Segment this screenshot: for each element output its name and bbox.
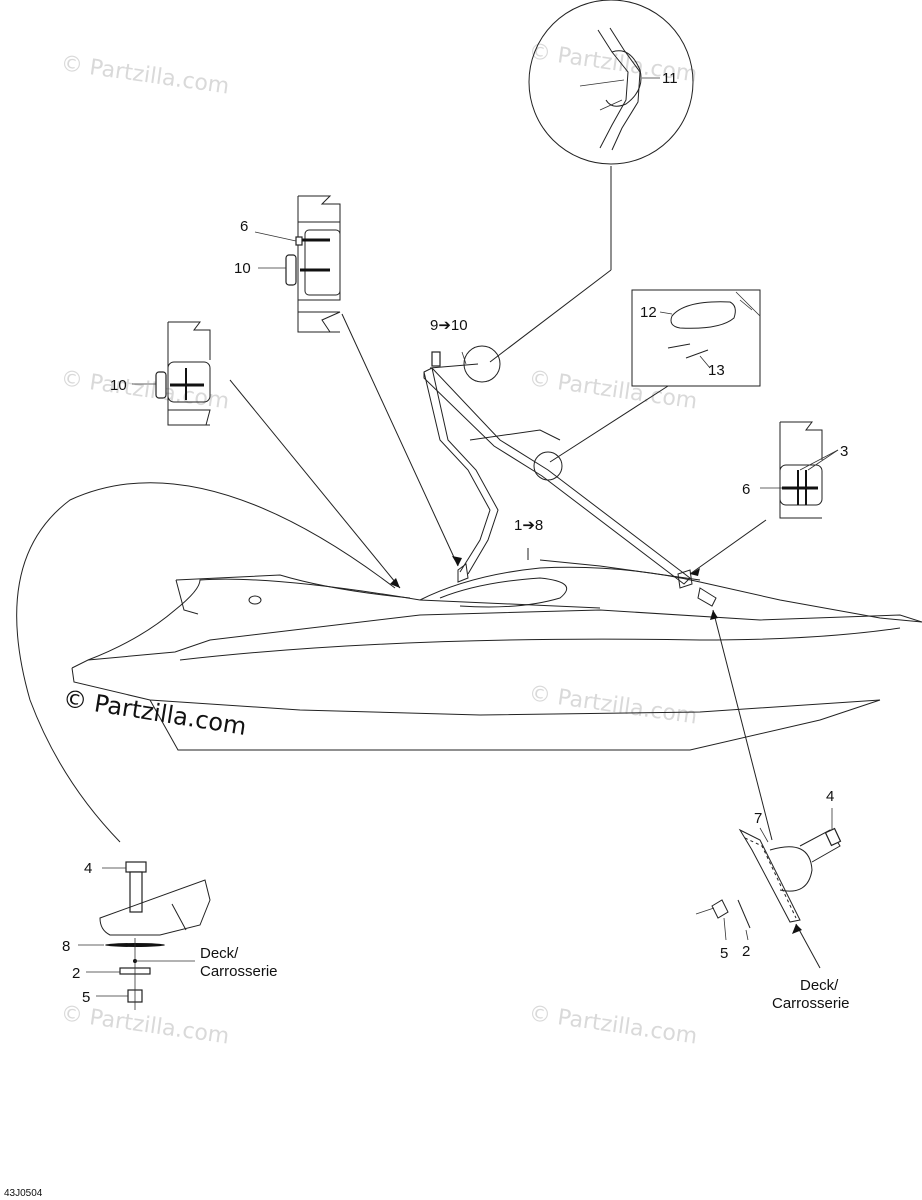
callout-2-left: 2 xyxy=(72,965,80,982)
callout-6: 6 xyxy=(240,218,248,235)
detail-box-left xyxy=(132,321,401,589)
callout-4-left: 4 xyxy=(84,860,92,877)
callout-9-10: 9➔10 xyxy=(430,317,468,334)
leader-arrows xyxy=(390,556,718,620)
leader-line-right xyxy=(712,609,773,841)
callout-5-left: 5 xyxy=(82,989,90,1006)
leader-curve-left xyxy=(16,482,396,843)
callout-1-8: 1➔8 xyxy=(514,517,543,534)
callout-labels: 11 6 10 9➔10 12 13 10 3 6 1➔8 4 8 2 5 De… xyxy=(62,70,850,1012)
watermark-text: © Partzilla.com xyxy=(59,366,231,414)
deck-label-right-fr: Carrosserie xyxy=(772,995,850,1012)
callout-13: 13 xyxy=(708,362,725,379)
callout-4-right: 4 xyxy=(826,788,834,805)
watermark-text: © Partzilla.com xyxy=(59,1001,231,1049)
deck-label-left-fr: Carrosserie xyxy=(200,963,278,980)
callout-10: 10 xyxy=(234,260,251,277)
watermark-text: © Partzilla.com xyxy=(527,1001,699,1049)
callout-10-left: 10 xyxy=(110,377,127,394)
detail-box-top xyxy=(254,195,459,567)
callout-3: 3 xyxy=(840,443,848,460)
callout-12: 12 xyxy=(640,304,657,321)
detail-box-right xyxy=(689,421,839,575)
detail-bottom-right xyxy=(695,808,842,969)
callout-5-right: 5 xyxy=(720,945,728,962)
callout-8: 8 xyxy=(62,938,70,955)
deck-label-right: Deck/ xyxy=(800,977,839,994)
deck-label-left: Deck/ xyxy=(200,945,239,962)
wakeboard-tower xyxy=(423,345,717,607)
drawing-code: 43J0504 xyxy=(4,1188,43,1199)
detail-bottom-left xyxy=(78,861,211,1010)
boat-hull xyxy=(71,559,922,751)
callout-7: 7 xyxy=(754,810,762,827)
callout-6-right: 6 xyxy=(742,481,750,498)
watermark-text: © Partzilla.com xyxy=(527,681,699,729)
callout-11: 11 xyxy=(662,70,678,87)
detail-circle-sleeve xyxy=(489,0,694,363)
watermark-text: © Partzilla.com xyxy=(527,366,699,414)
watermark-text: © Partzilla.com xyxy=(59,51,231,99)
watermark-main: © Partzilla.com xyxy=(61,684,248,741)
callout-2-right: 2 xyxy=(742,943,750,960)
